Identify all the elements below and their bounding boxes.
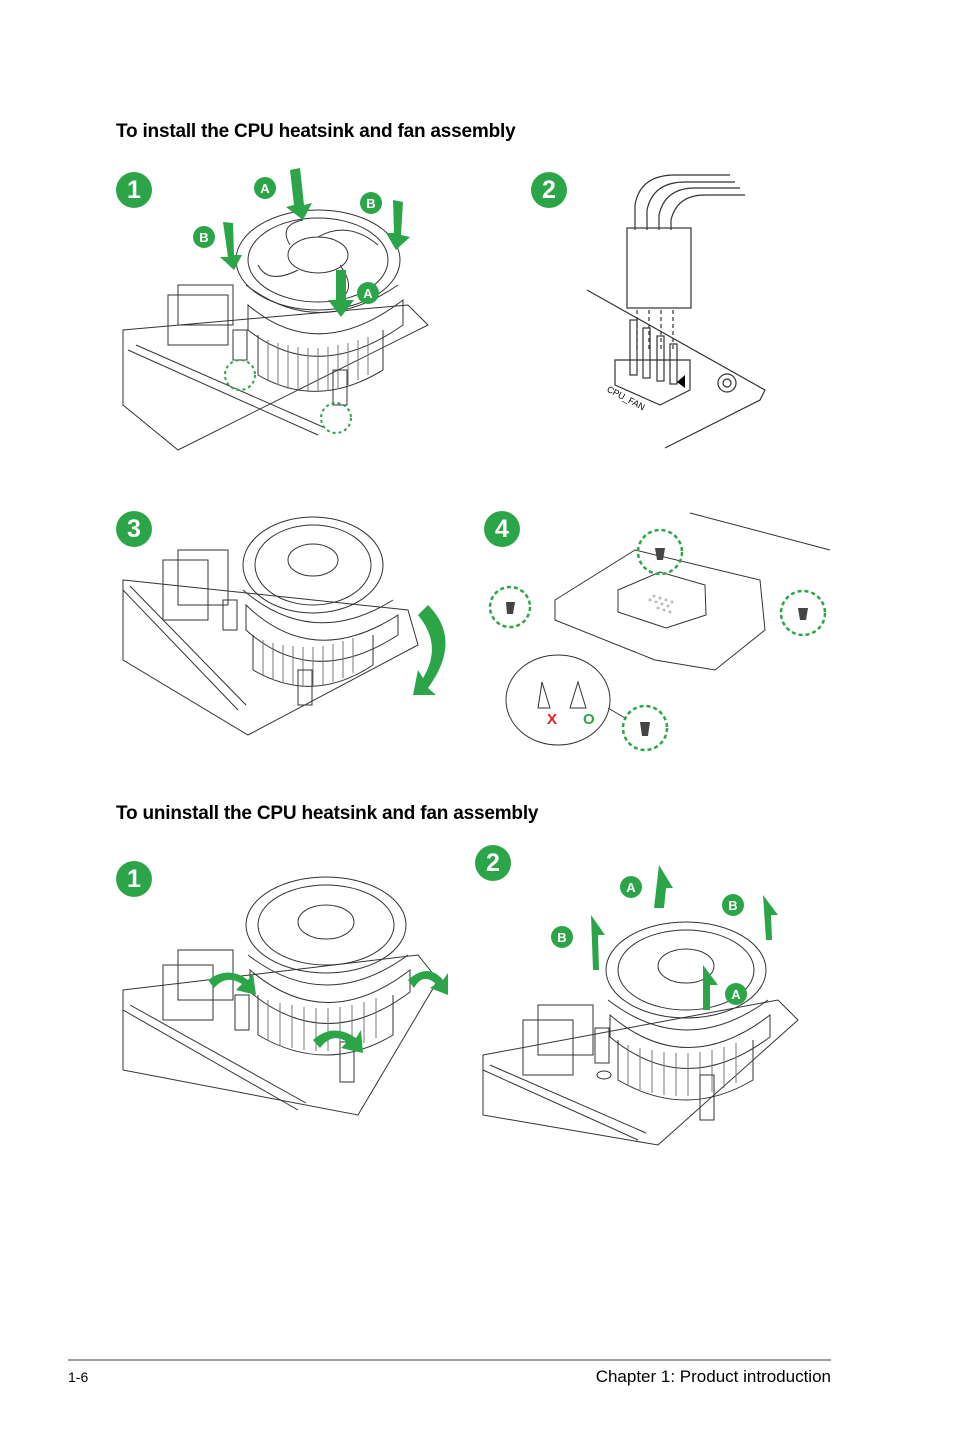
label-a-badge: A <box>725 983 747 1005</box>
label-a-badge: A <box>254 177 276 199</box>
uninstall-step-1-number: 1 <box>116 861 152 897</box>
label-b-badge: B <box>551 926 573 948</box>
install-step-3-number: 3 <box>116 511 152 547</box>
install-heading: To install the CPU heatsink and fan asse… <box>116 121 516 142</box>
install-step-3-illustration <box>118 510 463 740</box>
uninstall-heading: To uninstall the CPU heatsink and fan as… <box>116 803 539 824</box>
label-a-badge: A <box>357 282 379 304</box>
uninstall-step-2-number: 2 <box>475 845 511 881</box>
install-step-1-illustration <box>118 165 438 455</box>
label-a-badge: A <box>620 876 642 898</box>
wrong-orientation-mark: X <box>547 711 558 728</box>
label-b-badge: B <box>193 226 215 248</box>
uninstall-step-2-illustration <box>478 860 808 1150</box>
install-step-4-number: 4 <box>484 511 520 547</box>
footer-divider <box>68 1359 831 1361</box>
install-step-1-number: 1 <box>116 172 152 208</box>
page-number: 1-6 <box>68 1369 89 1385</box>
label-b-badge: B <box>360 192 382 214</box>
install-step-4-illustration <box>480 510 832 755</box>
install-step-2-number: 2 <box>531 172 567 208</box>
install-step-2-illustration <box>585 170 770 455</box>
label-b-badge: B <box>722 894 744 916</box>
uninstall-step-1-illustration <box>118 870 448 1120</box>
chapter-title: Chapter 1: Product introduction <box>595 1367 831 1386</box>
correct-orientation-mark: O <box>583 711 595 728</box>
